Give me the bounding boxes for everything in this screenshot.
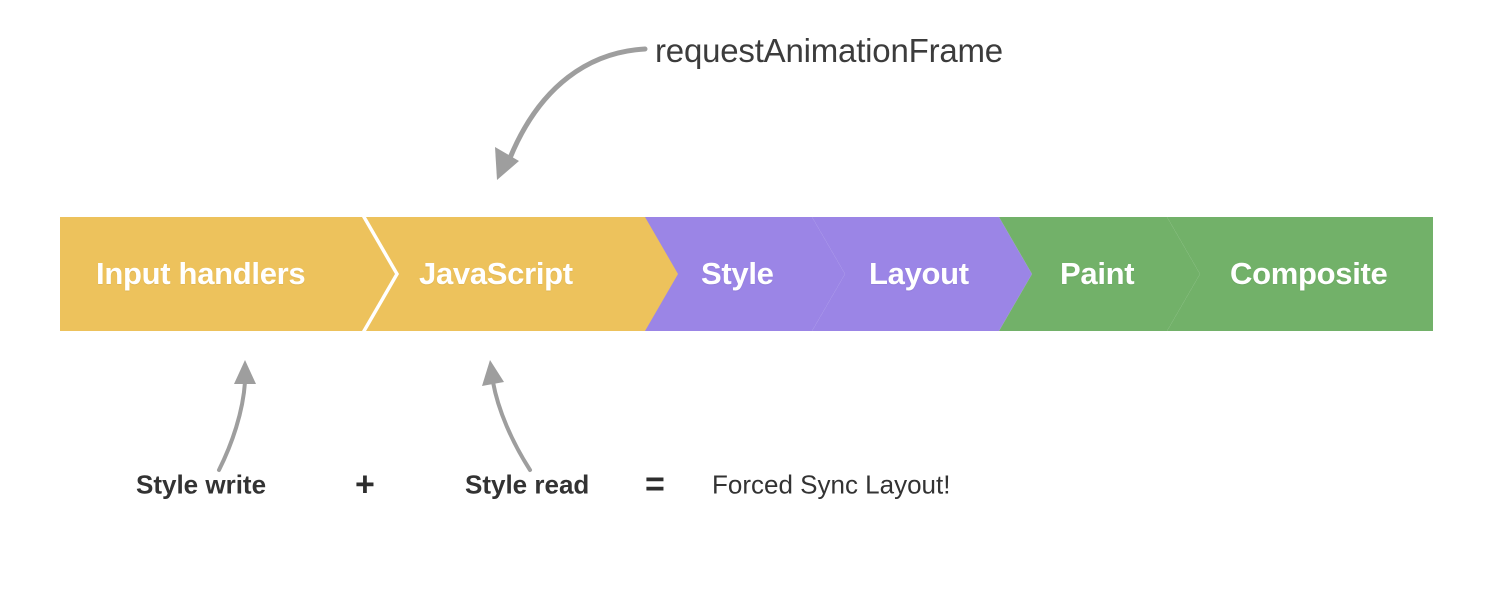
pipeline-stage-label: Composite (1230, 256, 1388, 291)
style-read-label: Style read (465, 469, 590, 500)
pipeline-stage-composite[interactable]: Composite (1167, 217, 1433, 331)
pipeline-stage-javascript[interactable]: JavaScript (366, 217, 679, 331)
pipeline-stage-layout[interactable]: Layout (812, 217, 1032, 331)
pipeline-stage-label: Layout (869, 256, 969, 291)
style-write-label: Style write (136, 469, 267, 500)
rendering-pipeline: Input handlers JavaScript Style Layout P… (60, 217, 1433, 331)
curved-arrow-up-to-input-handlers-icon (217, 360, 256, 472)
pipeline-stage-label: JavaScript (419, 256, 573, 291)
pipeline-stage-label: Style (701, 256, 774, 291)
equals-operator: = (645, 465, 665, 504)
plus-operator: + (355, 465, 375, 504)
pipeline-stage-style[interactable]: Style (645, 217, 845, 331)
curved-arrow-up-to-javascript-icon (482, 360, 532, 472)
bottom-annotation-arrows (217, 360, 532, 472)
pipeline-stage-input-handlers[interactable]: Input handlers (60, 217, 395, 331)
pipeline-stage-paint[interactable]: Paint (999, 217, 1200, 331)
request-animation-frame-label: requestAnimationFrame (655, 32, 1003, 69)
forced-sync-layout-label: Forced Sync Layout! (712, 469, 951, 500)
pipeline-stage-label: Input handlers (96, 256, 306, 291)
curved-arrow-down-left-icon (495, 46, 648, 180)
pipeline-stage-label: Paint (1060, 256, 1135, 291)
